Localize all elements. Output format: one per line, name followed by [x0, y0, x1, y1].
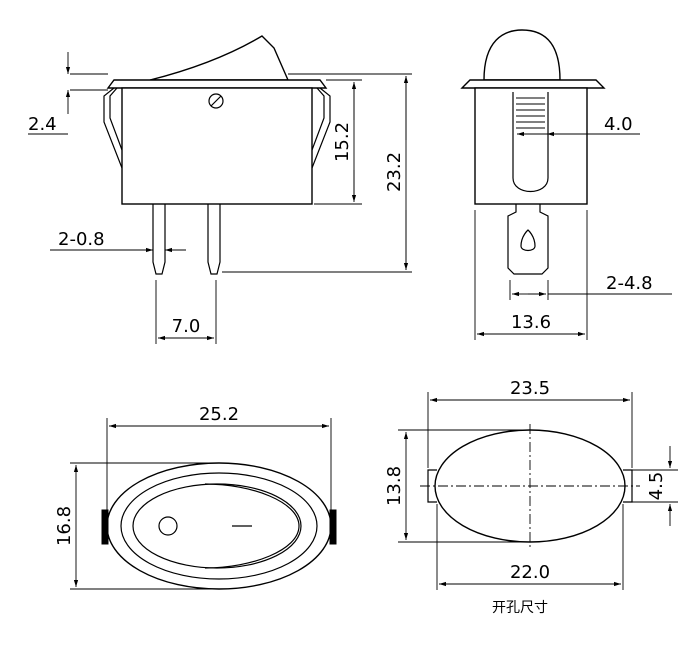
top-view: 25.2 16.8: [54, 404, 337, 590]
dim-cutout-height: 13.8: [384, 466, 405, 506]
front-view: 2.4 15.2 23.2 2-0.8 7.0: [28, 35, 412, 344]
top-bezel-inner: [120, 472, 318, 580]
cutout-caption: 开孔尺寸: [492, 600, 548, 616]
front-clip-left: [103, 87, 123, 169]
side-tab: [507, 204, 549, 275]
dim-pin-thickness: 2-0.8: [58, 229, 105, 250]
top-clip-left: [101, 509, 109, 545]
dim-cutout-inner-width: 22.0: [510, 562, 550, 583]
front-pin-left: [152, 204, 166, 275]
dim-total-height: 23.2: [384, 152, 405, 192]
top-clip-right: [329, 509, 337, 545]
front-body: [121, 87, 313, 205]
dim-bezel-width: 25.2: [199, 404, 239, 425]
side-tab-hole: [520, 229, 536, 252]
off-symbol-icon: [158, 516, 178, 536]
side-ribs: [516, 97, 545, 129]
front-rocker: [149, 35, 290, 81]
side-slot: [512, 92, 549, 192]
top-bezel-outer: [106, 462, 332, 590]
dim-top-gap: 2.4: [28, 114, 57, 135]
side-view: 4.0 2-4.8 13.6: [460, 29, 672, 340]
front-clip-right: [311, 87, 331, 169]
side-flange: [460, 79, 606, 89]
dim-side-width: 13.6: [511, 312, 551, 333]
dim-pin-pitch: 7.0: [172, 316, 201, 337]
dim-slot-width: 4.0: [604, 114, 633, 135]
dim-body-height: 15.2: [332, 122, 353, 162]
front-clip-right-inner: [311, 87, 325, 151]
front-pin-right: [207, 204, 221, 275]
dim-cutout-outer-width: 23.5: [510, 378, 550, 399]
dim-bezel-height: 16.8: [54, 506, 75, 546]
top-rocker-ridge: [204, 483, 300, 569]
dim-notch-width: 4.5: [646, 472, 667, 501]
front-screw: [208, 93, 224, 109]
front-flange: [106, 79, 328, 89]
side-body: [474, 87, 588, 205]
front-clip-left-inner: [109, 87, 123, 151]
dim-tab-width: 2-4.8: [606, 273, 653, 294]
side-rocker: [483, 29, 561, 81]
cutout-view: 23.5 13.8 4.5 22.0 开孔尺寸: [384, 378, 678, 616]
